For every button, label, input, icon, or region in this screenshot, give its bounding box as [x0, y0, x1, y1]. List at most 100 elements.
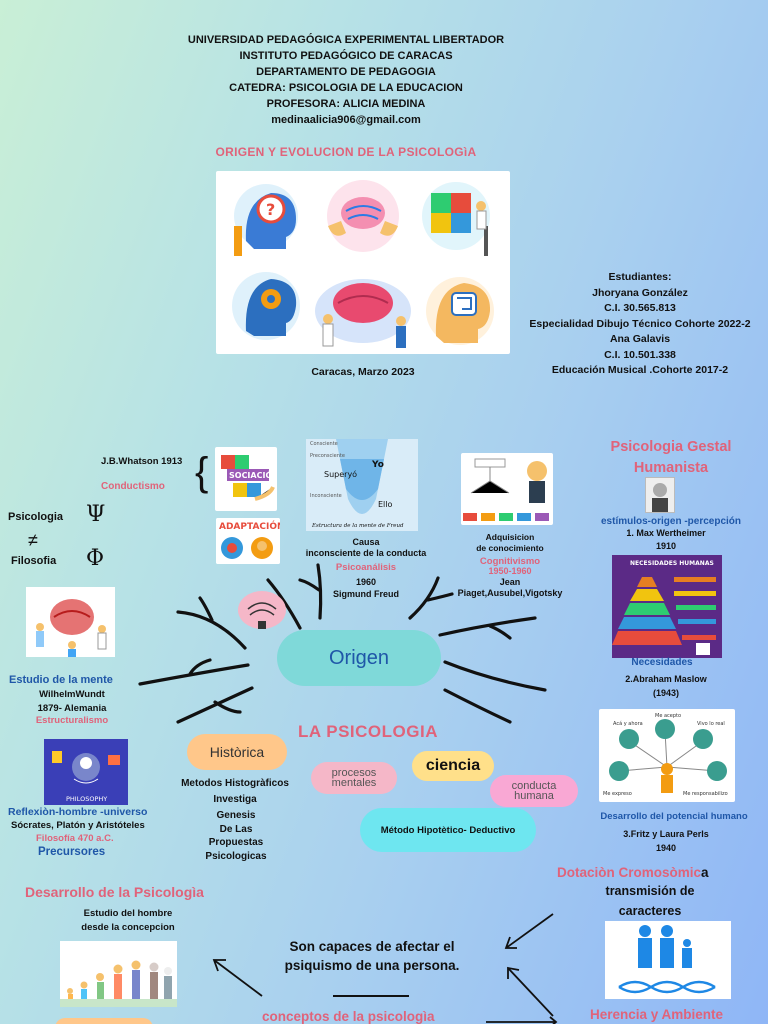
conductismo-label: Conductismo — [101, 481, 165, 492]
desarrollo-title: Desarrollo de la Psicologìa — [25, 884, 204, 900]
header-line: UNIVERSIDAD PEDAGÓGICA EXPERIMENTAL LIBE… — [187, 34, 505, 46]
brain-study-image — [26, 587, 115, 657]
cognitivism-image — [461, 453, 553, 525]
cognitivismo-years: 1950-1960 — [488, 566, 532, 576]
adaptacion-text: ADAPTACIÓN — [219, 520, 280, 532]
adquisicion-line: de conocimiento — [476, 543, 544, 553]
students-info: Estudiantes: Jhoryana González C.I. 30.5… — [512, 270, 768, 379]
maslow-pyramid-image: NECESIDADES HUMANAS — [612, 555, 722, 658]
desarrollo-potencial-text: Desarrollo del potencial humano — [600, 811, 748, 822]
svg-text:?: ? — [266, 200, 275, 219]
students-line: Educación Musical .Cohorte 2017-2 — [551, 364, 729, 376]
procesos-mentales-node: procesos mentales — [311, 762, 397, 794]
students-line: C.I. 30.565.813 — [604, 302, 676, 314]
sociacion-image: SOCIACIÓN — [215, 447, 277, 511]
divider-line — [333, 995, 409, 997]
potential-label-text: Me acepto — [655, 713, 681, 719]
genesis-line: Psicologicas — [205, 850, 267, 862]
philosophy-caption: PHILOSOPHY — [66, 795, 107, 803]
cognitivismo-authors: Jean Piaget,Ausubel,Vigotsky — [430, 577, 590, 599]
students-line: Especialidad Dibujo Técnico Cohorte 2022… — [529, 317, 751, 330]
conducta-humana-node: conducta humana — [490, 775, 578, 807]
gestalt-title-line: Humanista — [633, 460, 709, 476]
filosofia-label: Filosofia — [11, 555, 57, 567]
estudio-line: Estudio del hombre — [83, 908, 173, 919]
adaptacion-image: ADAPTACIÓN — [216, 518, 280, 564]
inconsciente-text: Inconsciente — [310, 493, 342, 499]
ello-text: Ello — [378, 500, 393, 509]
superyo-text: Superyó — [324, 469, 357, 479]
brace-icon: { — [195, 450, 209, 494]
date-location: Caracas, Marzo 2023 — [311, 366, 415, 378]
reflexion-text: Reflexiòn-hombre -universo — [8, 806, 148, 818]
header-email: medinaalicia906@gmail.com — [271, 114, 421, 126]
metodos-historiograficos: Metodos Histogràficos Investiga — [162, 776, 308, 808]
students-line: Ana Galavis — [609, 333, 671, 345]
wertheimer-portrait — [645, 477, 675, 513]
header-line: CATEDRA: PSICOLOGIA DE LA EDUCACION — [229, 82, 463, 94]
preconsciente-text: Preconsciente — [310, 453, 345, 459]
metodos-line: Investiga — [213, 794, 257, 805]
necesidades-label: Necesidades — [631, 657, 693, 668]
estudio-hombre-text: Estudio del hombre desde la concepcion — [40, 907, 216, 935]
transmision-line: caracteres — [618, 904, 682, 918]
estimulos-text: estímulos-origen -percepción — [600, 516, 742, 527]
ciencia-node: ciencia — [412, 751, 494, 781]
students-line: C.I. 10.501.338 — [604, 348, 676, 361]
partial-node — [55, 1018, 153, 1024]
whatson-author: J.B.Whatson 1913 — [101, 456, 183, 467]
conceptos-label: conceptos de la psicologìa — [262, 1009, 435, 1024]
genesis-line: De Las — [219, 823, 253, 835]
estudio-line: desde la concepcion — [81, 922, 175, 933]
wundt-author: WilhelmWundt — [39, 689, 105, 700]
institution-header: UNIVERSIDAD PEDAGÓGICA EXPERIMENTAL LIBE… — [150, 32, 542, 128]
human-development-image — [60, 941, 177, 1007]
wundt-year-place: 1879- Alemania — [37, 703, 107, 714]
capaces-text: Son capaces de afectar el psiquismo de u… — [262, 937, 482, 975]
maslow-author: 2.Abraham Maslow — [625, 674, 707, 684]
header-line: PROFESORA: ALICIA MEDINA — [266, 98, 426, 110]
sociacion-text: SOCIACIÓN — [229, 469, 277, 480]
adquisicion-line: Adquisicion — [485, 532, 535, 542]
causa-text: Causa inconsciente de la conducta — [296, 537, 436, 559]
potential-label-text: Vivo lo real — [697, 721, 725, 727]
metodo-hipotetico-node: Método Hipotètico- Deductivo — [360, 808, 536, 852]
main-title: ORIGEN Y EVOLUCION DE LA PSICOLOGìA — [215, 145, 477, 159]
metodos-line: Metodos Histogràficos — [181, 778, 289, 789]
capaces-line: psiquismo de una persona. — [284, 958, 460, 973]
causa-line: Causa — [352, 537, 380, 547]
la-psicologia-title: LA PSICOLOGIA — [298, 722, 438, 741]
philosophers-text: Sócrates, Platón y Aristóteles — [11, 820, 145, 831]
authors-line: Piaget,Ausubel,Vigotsky — [457, 588, 563, 598]
pyramid-title-text: NECESIDADES HUMANAS — [630, 560, 714, 567]
wertheimer-year: 1910 — [655, 541, 677, 551]
authors-line: Jean — [499, 577, 521, 587]
potential-label-text: Me expreso — [603, 791, 632, 797]
capaces-line: Son capaces de afectar el — [289, 939, 455, 954]
filosofia-year: Filosofía 470 a.C. — [36, 833, 114, 844]
not-equal-symbol: ≠ — [28, 530, 38, 550]
consciente-text: Consciente — [310, 441, 338, 447]
dotacion-title: Dotaciòn Cromosòmica — [557, 865, 709, 880]
psicologia-label: Psicologia — [8, 511, 64, 523]
freud-structure-image: Consciente Preconsciente Superyó Yo Inco… — [306, 439, 418, 531]
precursores-label: Precursores — [38, 846, 106, 858]
gestalt-title: Psicologia Gestal Humanista — [582, 437, 760, 479]
freud-caption-text: Estructura de la mente de Freud — [311, 523, 404, 529]
transmision-line: transmisión de — [605, 884, 695, 898]
causa-line: inconsciente de la conducta — [305, 548, 427, 558]
family-dna-image — [605, 921, 731, 999]
herencia-label: Herencia y Ambiente — [590, 1007, 724, 1022]
genesis-line: Propuestas — [208, 837, 264, 848]
origen-node: Origen — [277, 630, 441, 686]
gestalt-title-line: Psicologia Gestal — [610, 439, 732, 455]
adquisicion-text: Adquisicion de conocimiento — [455, 532, 565, 554]
brain-icon — [236, 589, 288, 631]
psicoanalisis-label: Psicoanálisis — [335, 562, 397, 573]
potential-label-text: Acá y ahora — [613, 720, 643, 727]
potential-image: Me acepto Acá y ahora Vivo lo real Me ex… — [599, 709, 735, 802]
header-line: INSTITUTO PEDAGÓGICO DE CARACAS — [239, 50, 453, 62]
genesis-line: Genesis — [216, 810, 256, 821]
